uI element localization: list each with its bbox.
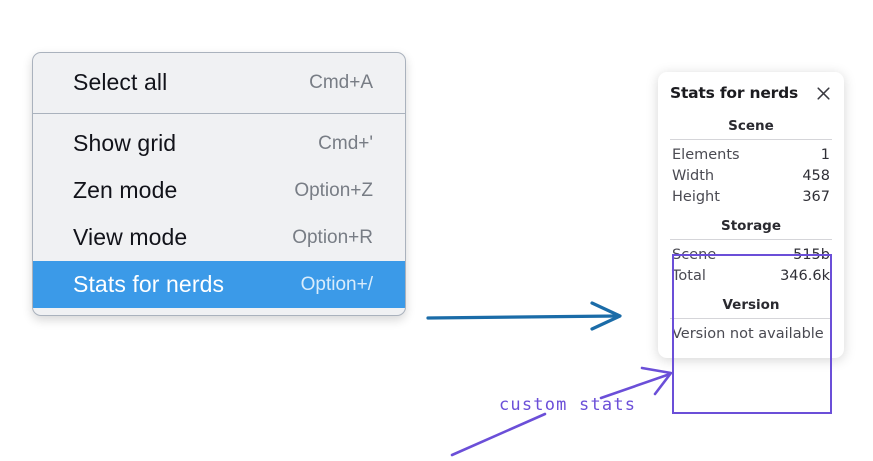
menu-divider [33, 113, 405, 114]
section-heading: Version [722, 297, 780, 313]
menu-item-zen-mode[interactable]: Zen mode Option+Z [33, 167, 405, 214]
menu-item-label: Show grid [73, 130, 177, 156]
section-rule [670, 239, 832, 240]
section-scene: Scene Elements 1 Width 458 Height 367 [670, 116, 832, 207]
menu-item-shortcut: Cmd+' [318, 132, 373, 154]
menu-item-shortcut: Option+Z [294, 179, 373, 201]
annotation-underline-stroke [450, 412, 547, 457]
stat-row: Width 458 [670, 165, 832, 186]
section-heading: Scene [728, 118, 774, 134]
stat-row: Height 367 [670, 186, 832, 207]
menu-item-stats-for-nerds[interactable]: Stats for nerds Option+/ [33, 261, 405, 308]
section-storage: Storage Scene 515b Total 346.6k [670, 216, 832, 286]
stat-row: Elements 1 [670, 144, 832, 165]
stat-value: 458 [802, 167, 830, 184]
stat-label: Scene [672, 246, 717, 263]
menu-item-label: Stats for nerds [73, 271, 225, 297]
stat-label: Height [672, 188, 720, 205]
menu-item-shortcut: Cmd+A [309, 71, 373, 93]
section-rule [670, 318, 832, 319]
section-version: Version Version not available [670, 295, 832, 345]
stat-value: 515b [793, 246, 830, 263]
stat-label: Elements [672, 146, 740, 163]
stat-label: Total [672, 267, 706, 284]
stat-row: Total 346.6k [670, 265, 832, 286]
custom-stats-annotation-label: custom stats [499, 395, 637, 415]
menu-group-2: Show grid Cmd+' Zen mode Option+Z View m… [33, 114, 405, 315]
stat-label: Width [672, 167, 715, 184]
context-menu[interactable]: Select all Cmd+A Show grid Cmd+' Zen mod… [32, 52, 406, 316]
section-rule [670, 139, 832, 140]
menu-item-view-mode[interactable]: View mode Option+R [33, 214, 405, 261]
close-icon[interactable] [815, 85, 832, 102]
stat-value: 346.6k [780, 267, 830, 284]
stat-row: Scene 515b [670, 244, 832, 265]
custom-stats-arrow-icon [599, 366, 673, 400]
menu-item-shortcut: Option+/ [300, 273, 373, 295]
menu-item-label: View mode [73, 224, 188, 250]
panel-title: Stats for nerds [670, 84, 799, 102]
menu-group-1: Select all Cmd+A [33, 53, 405, 113]
stats-for-nerds-panel: Stats for nerds Scene Elements 1 Width 4… [658, 72, 844, 358]
menu-item-select-all[interactable]: Select all Cmd+A [33, 59, 405, 106]
version-note: Version not available [672, 326, 824, 342]
section-heading: Storage [720, 218, 782, 234]
panel-header: Stats for nerds [670, 84, 832, 102]
stat-value: 367 [802, 188, 830, 205]
stat-value: 1 [820, 146, 830, 163]
menu-item-show-grid[interactable]: Show grid Cmd+' [33, 120, 405, 167]
menu-item-label: Zen mode [73, 177, 178, 203]
menu-item-label: Select all [73, 69, 168, 95]
flow-arrow-icon [426, 301, 622, 331]
menu-item-shortcut: Option+R [292, 226, 373, 248]
